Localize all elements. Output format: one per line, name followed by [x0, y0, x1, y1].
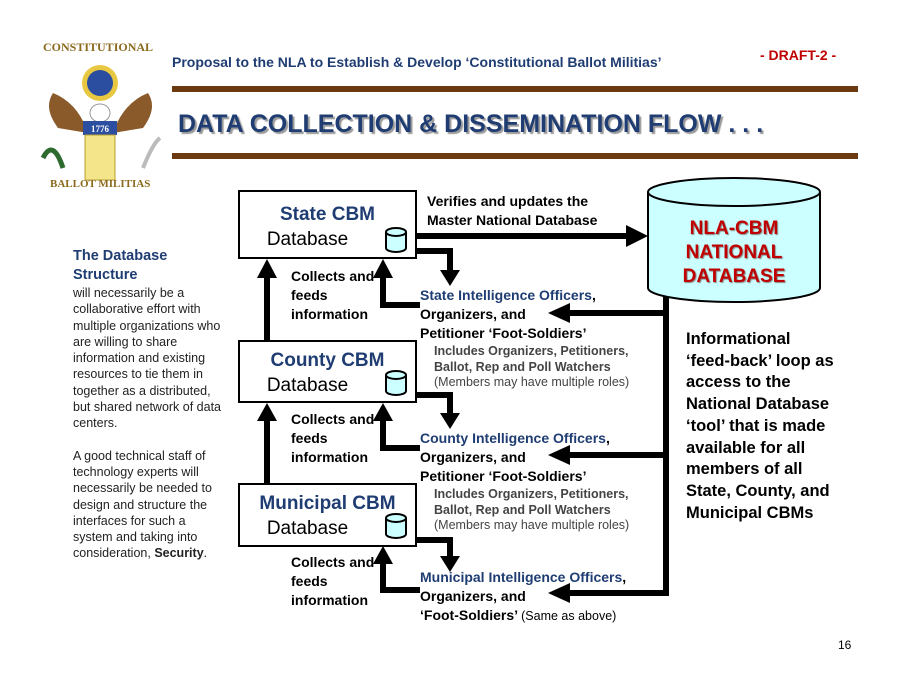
same-note: (Same as above) [521, 609, 617, 623]
divider-bottom [172, 153, 858, 159]
group-line: Petitioner ‘Foot-Soldiers’ [420, 325, 587, 341]
draft-label: - DRAFT-2 - [760, 47, 837, 63]
page-title: DATA COLLECTION & DISSEMINATION FLOW . .… [178, 110, 764, 138]
county-cbm-sub: Database [266, 375, 349, 396]
group-line: Petitioner ‘Foot-Soldiers’ [420, 468, 587, 484]
divider-top [172, 86, 858, 92]
group-line: ‘Foot-Soldiers’ [420, 607, 518, 623]
verifies-label: Verifies and updates the Master National… [427, 193, 598, 228]
group-line: Organizers, and [420, 306, 526, 322]
database-icon [385, 227, 407, 253]
municipal-cbm-sub: Database [266, 518, 349, 539]
state-cbm-sub: Database [266, 229, 349, 250]
para2-end: . [203, 546, 208, 561]
group-title: Municipal Intelligence Officers [420, 569, 623, 585]
sidebar-heading: The Database Structure [73, 248, 168, 283]
group-line: Organizers, and [420, 588, 526, 604]
para2-text: A good technical staff of technology exp… [73, 448, 212, 561]
logo-top-text: CONSTITUTIONAL [43, 40, 154, 54]
group-title: County Intelligence Officers [420, 430, 606, 446]
municipal-cbm-title: Municipal CBM [259, 493, 396, 514]
county-cbm-title: County CBM [270, 350, 385, 371]
national-database-cylinder-icon [647, 177, 821, 303]
state-includes: Includes Organizers, Petitioners, Ballot… [434, 343, 629, 389]
sidebar-para1: will necessarily be a collaborative effo… [73, 286, 222, 431]
roles-note: (Members may have multiple roles) [434, 518, 630, 532]
includes-line: Includes Organizers, Petitioners, [434, 487, 629, 501]
database-icon [385, 370, 407, 396]
national-database-label: NLA-CBM NATIONAL DATABASE [682, 218, 786, 287]
municipal-group: Municipal Intelligence Officers, Organiz… [420, 569, 627, 623]
collects-label: Collects and feeds information [291, 268, 375, 322]
state-cbm-title: State CBM [279, 204, 375, 225]
group-title: State Intelligence Officers [420, 287, 592, 303]
includes-line: Ballot, Rep and Poll Watchers [434, 360, 611, 374]
proposal-header: Proposal to the NLA to Establish & Devel… [172, 54, 662, 70]
page-number: 16 [838, 638, 852, 652]
sidebar-para2: A good technical staff of technology exp… [73, 448, 223, 562]
includes-line: Includes Organizers, Petitioners, [434, 344, 629, 358]
para2-bold: Security [154, 546, 204, 561]
group-line: Organizers, and [420, 449, 526, 465]
includes-line: Ballot, Rep and Poll Watchers [434, 503, 611, 517]
logo-bottom-text: BALLOT MILITIAS [50, 178, 151, 190]
county-includes: Includes Organizers, Petitioners, Ballot… [434, 486, 629, 532]
logo: 1776 CONSTITUTIONAL BALLOT MILITIAS [38, 38, 163, 198]
collects-label: Collects and feeds information [291, 554, 375, 608]
feedback-text: Informational ‘feed-back’ loop as access… [686, 330, 834, 522]
county-cbm-box[interactable]: County CBM Database [238, 340, 417, 403]
state-group: State Intelligence Officers, Organizers,… [420, 287, 596, 341]
database-icon [385, 513, 407, 539]
eagle-seal-icon: 1776 [40, 65, 162, 181]
svg-text:1776: 1776 [91, 124, 110, 134]
roles-note: (Members may have multiple roles) [434, 375, 630, 389]
collects-label: Collects and feeds information [291, 411, 375, 465]
county-group: County Intelligence Officers, Organizers… [420, 430, 610, 484]
sidebar-text: The Database Structure will necessarily … [73, 247, 223, 562]
